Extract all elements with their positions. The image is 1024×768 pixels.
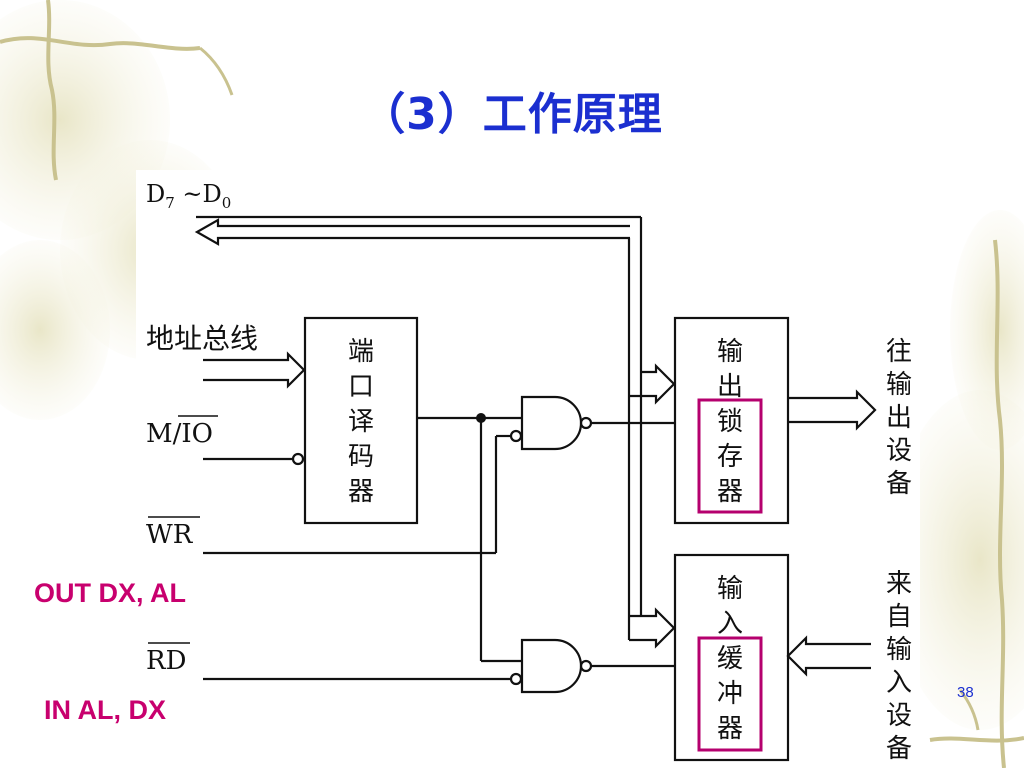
output-latch-box bbox=[673, 316, 790, 525]
svg-text:码: 码 bbox=[348, 442, 374, 472]
svg-text:冲: 冲 bbox=[717, 679, 743, 709]
svg-text:入: 入 bbox=[886, 668, 912, 698]
buffer-highlight bbox=[697, 636, 763, 752]
svg-text:出: 出 bbox=[717, 372, 743, 402]
nand-gate-in bbox=[520, 638, 583, 694]
svg-text:备: 备 bbox=[886, 469, 912, 499]
svg-text:锁: 锁 bbox=[717, 407, 743, 437]
svg-text:器: 器 bbox=[348, 477, 374, 507]
out-instruction: OUT DX, AL bbox=[34, 578, 186, 608]
svg-text:设: 设 bbox=[886, 701, 912, 731]
data-bus-arrow bbox=[194, 218, 630, 246]
svg-text:器: 器 bbox=[717, 714, 743, 744]
wr-label: WR bbox=[146, 520, 194, 550]
address-bus-arrow bbox=[203, 351, 306, 389]
from-input-device-label: 来 自 输 入 设 备 bbox=[886, 569, 912, 764]
svg-text:缓: 缓 bbox=[717, 644, 743, 674]
in-instruction: IN AL, DX bbox=[44, 695, 167, 725]
svg-text:自: 自 bbox=[886, 602, 912, 632]
svg-text:端: 端 bbox=[348, 337, 374, 367]
svg-text:入: 入 bbox=[717, 609, 743, 639]
to-device-arrow bbox=[788, 389, 877, 431]
latch-input-arrow bbox=[629, 363, 676, 405]
junction-dot bbox=[476, 413, 486, 423]
latch-highlight bbox=[697, 398, 763, 514]
decoder-box bbox=[303, 316, 419, 525]
rd-label: RD bbox=[146, 646, 186, 676]
output-latch-label: 输 出 锁 存 器 bbox=[717, 337, 743, 507]
svg-text:备: 备 bbox=[886, 734, 912, 764]
svg-text:存: 存 bbox=[717, 442, 743, 472]
svg-text:输: 输 bbox=[717, 574, 743, 604]
svg-text:输: 输 bbox=[717, 337, 743, 367]
data-bus-label: D7 ~D0 bbox=[146, 180, 231, 212]
input-buffer-label: 输 入 缓 冲 器 bbox=[717, 574, 743, 744]
svg-text:口: 口 bbox=[348, 372, 374, 402]
diagram-background bbox=[136, 170, 920, 768]
svg-text:往: 往 bbox=[886, 337, 912, 367]
buffer-bus-arrow bbox=[629, 607, 676, 649]
to-output-device-label: 往 输 出 设 备 bbox=[886, 337, 912, 499]
nand-gate-out bbox=[520, 395, 583, 451]
page-number: 38 bbox=[957, 684, 974, 701]
svg-text:输: 输 bbox=[886, 370, 912, 400]
svg-text:出: 出 bbox=[886, 403, 912, 433]
svg-text:器: 器 bbox=[717, 477, 743, 507]
svg-text:输: 输 bbox=[886, 635, 912, 665]
m-io-label: M/IO bbox=[146, 419, 213, 449]
svg-text:译: 译 bbox=[348, 407, 374, 437]
from-device-arrow bbox=[786, 635, 871, 677]
svg-text:来: 来 bbox=[886, 569, 912, 599]
slide-title: （3）工作原理 bbox=[361, 89, 663, 140]
decoder-label: 端 口 译 码 器 bbox=[348, 337, 374, 507]
svg-text:设: 设 bbox=[886, 436, 912, 466]
address-bus-label: 地址总线 bbox=[146, 322, 258, 355]
